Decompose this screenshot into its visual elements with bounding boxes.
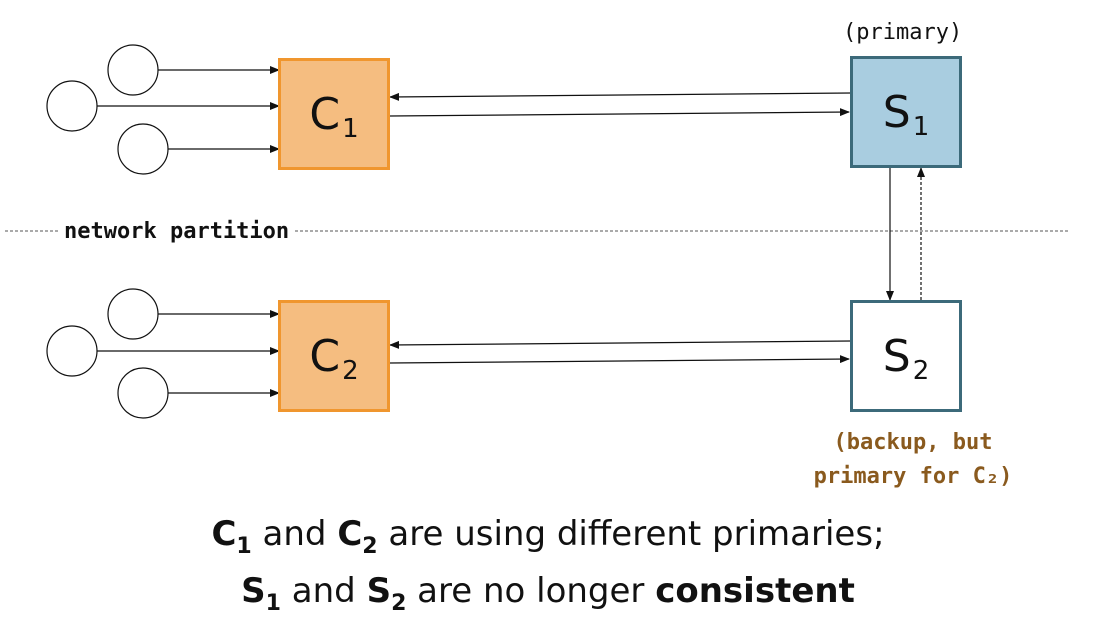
backup-label-line-1: (backup, but bbox=[833, 430, 993, 455]
client-c2-box: C2 bbox=[278, 300, 390, 412]
top-user-circle-1 bbox=[107, 44, 159, 96]
backup-label: (backup, but primary for C₂) bbox=[793, 426, 1033, 494]
caption-line-1: C1 and C2 are using different primaries; bbox=[211, 514, 885, 559]
client-c2-label: C2 bbox=[309, 330, 359, 386]
top-user-circle-2 bbox=[46, 80, 98, 132]
s1-to-c1-arrow bbox=[389, 92, 852, 101]
server-s2-label: S2 bbox=[882, 330, 930, 386]
server-s2-box: S2 bbox=[850, 300, 962, 412]
network-partition-label: network partition bbox=[60, 219, 294, 244]
server-s1-box: S1 bbox=[850, 56, 962, 168]
c1-to-s1-arrow bbox=[389, 108, 850, 117]
client-c1-box: C1 bbox=[278, 58, 390, 170]
client-c1-label: C1 bbox=[309, 88, 359, 144]
bottom-user-circle-2 bbox=[46, 325, 98, 377]
caption-line-2: S1 and S2 are no longer consistent bbox=[241, 570, 855, 616]
primary-label: (primary) bbox=[843, 20, 963, 45]
caption: C1 and C2 are using different primaries;… bbox=[0, 512, 1096, 626]
c2-to-s2-arrow bbox=[389, 355, 850, 364]
top-user-circle-3 bbox=[117, 123, 169, 175]
s2-to-c2-arrow bbox=[389, 340, 852, 349]
bottom-user-circle-3 bbox=[117, 367, 169, 419]
server-s1-label: S1 bbox=[882, 86, 930, 142]
backup-label-line-2: primary for C₂) bbox=[813, 464, 1013, 489]
bottom-user-circle-1 bbox=[107, 288, 159, 340]
